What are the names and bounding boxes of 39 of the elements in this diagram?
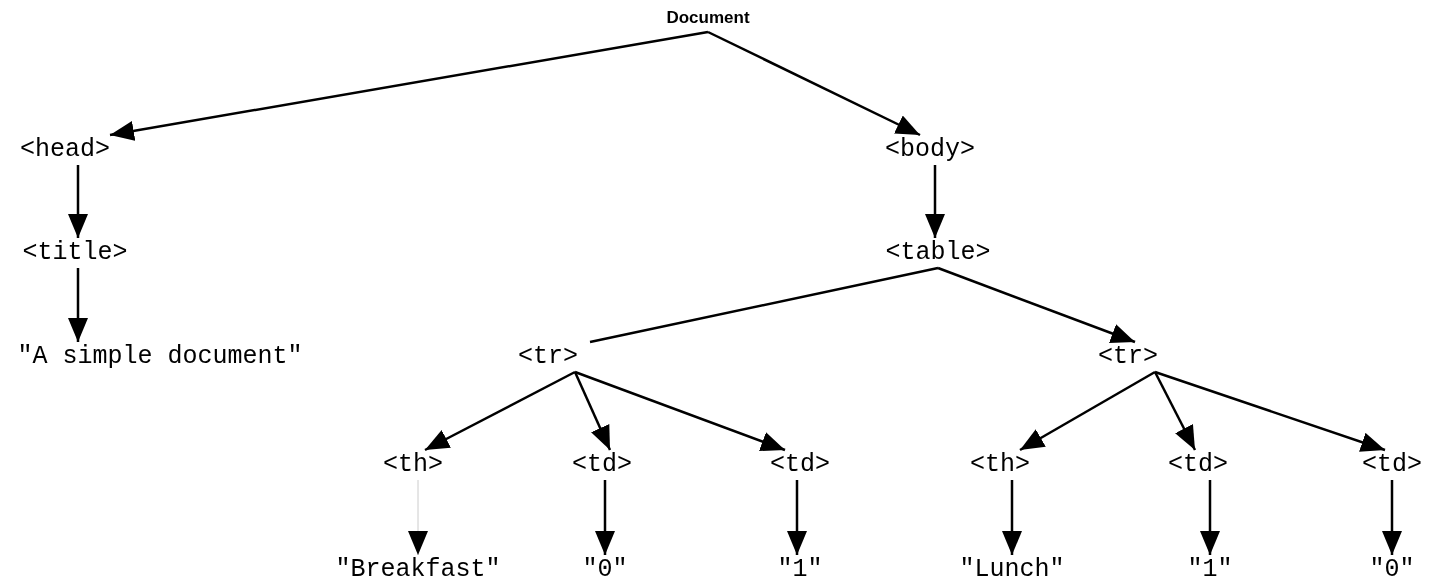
arrow [1382,480,1402,555]
arrow [573,371,612,451]
tree-node-label: <tr> [518,342,578,372]
arrow [1153,371,1197,451]
arrow [424,370,576,452]
arrow [1019,370,1156,452]
arrow [595,480,615,555]
arrow [1154,370,1386,452]
tree-node-label: "Lunch" [959,555,1065,583]
tree-node-label: <th> [383,450,443,480]
arrow [68,268,88,342]
tree-node-label: "0" [1369,555,1415,583]
arrow [925,165,945,238]
arrow [574,370,786,452]
tree-node-label: "1" [1187,555,1233,583]
tree-node-label: <head> [20,135,110,165]
tree-node-label: <body> [885,135,975,165]
tree-node-label: <td> [1362,450,1422,480]
arrow [937,266,1136,344]
tree-node-label: "1" [777,555,823,583]
tree-node-label: <td> [770,450,830,480]
tree-node-label: "Breakfast" [335,555,501,583]
tree-node-label: <td> [1168,450,1228,480]
connector-line [589,266,939,344]
tree-node-label: "A simple document" [17,342,303,372]
tree-node-label: <tr> [1098,342,1158,372]
arrow [1200,480,1220,555]
arrow [109,30,709,141]
arrow [408,479,428,556]
arrow [787,480,807,555]
tree-node-label: <table> [885,238,991,268]
arrow [68,165,88,238]
tree-node-label: <th> [970,450,1030,480]
tree-node-label: <title> [22,238,128,268]
tree-node-label: "0" [582,555,628,583]
arrow [707,30,921,137]
tree-node-label: <td> [572,450,632,480]
arrow [1002,480,1022,555]
root-node-label: Document [666,3,750,33]
